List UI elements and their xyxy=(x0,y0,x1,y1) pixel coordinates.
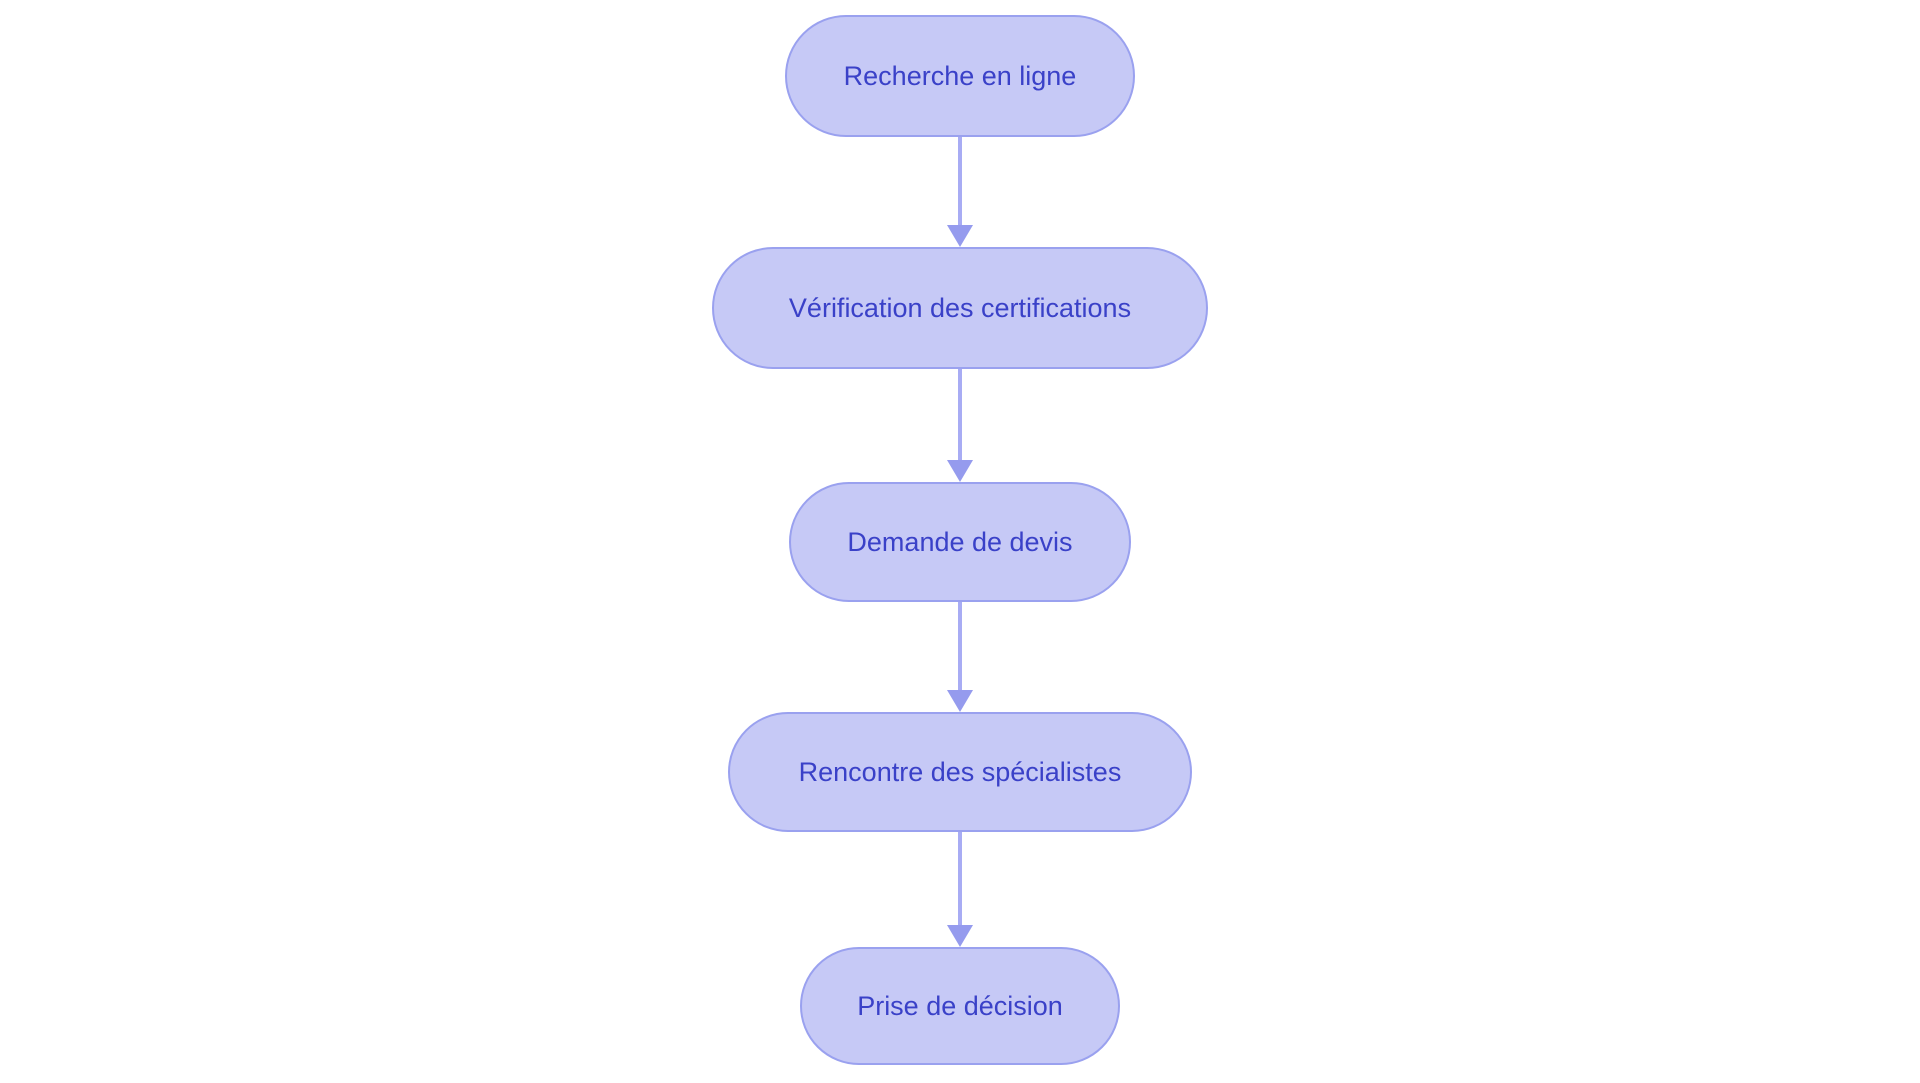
arrow-line xyxy=(958,602,962,690)
flow-arrow-4 xyxy=(947,832,973,947)
flow-node-label: Rencontre des spécialistes xyxy=(798,756,1122,787)
flow-arrow-1 xyxy=(947,137,973,247)
flow-node-recherche-en-ligne: Recherche en ligne xyxy=(785,15,1135,137)
arrow-line xyxy=(958,369,962,460)
flow-node-label: Prise de décision xyxy=(857,990,1063,1021)
arrow-down-icon xyxy=(947,460,973,482)
flow-arrow-2 xyxy=(947,369,973,482)
flow-node-verification-des-certifications: Vérification des certifications xyxy=(712,247,1208,369)
flow-node-label: Recherche en ligne xyxy=(843,60,1077,91)
arrow-down-icon xyxy=(947,225,973,247)
flow-arrow-3 xyxy=(947,602,973,712)
flow-node-label: Vérification des certifications xyxy=(788,292,1132,323)
flow-node-demande-de-devis: Demande de devis xyxy=(789,482,1131,602)
flow-node-label: Demande de devis xyxy=(847,526,1073,557)
arrow-down-icon xyxy=(947,690,973,712)
arrow-line xyxy=(958,137,962,225)
arrow-down-icon xyxy=(947,925,973,947)
arrow-line xyxy=(958,832,962,925)
flow-node-prise-de-decision: Prise de décision xyxy=(800,947,1120,1065)
flow-node-rencontre-des-specialistes: Rencontre des spécialistes xyxy=(728,712,1192,832)
